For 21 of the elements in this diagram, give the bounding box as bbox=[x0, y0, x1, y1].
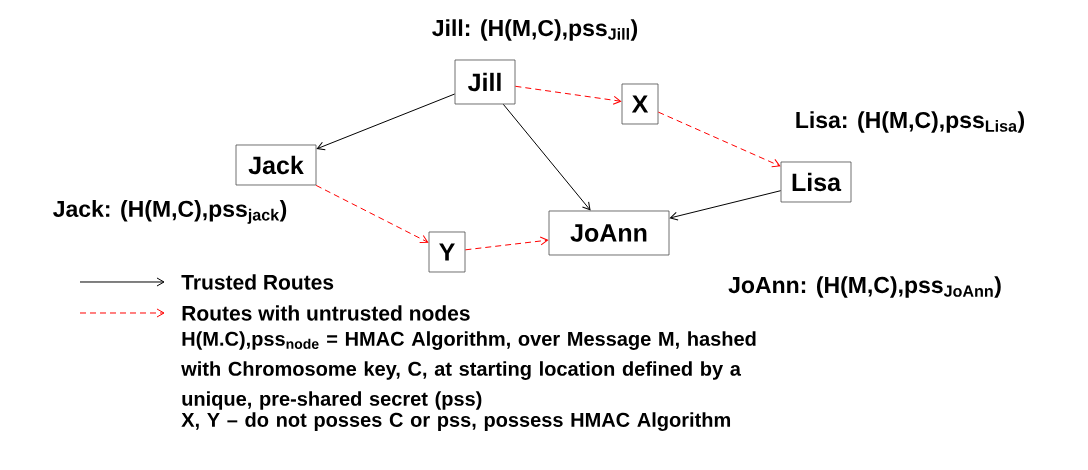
arrow bbox=[514, 85, 622, 105]
node-box: Jack bbox=[235, 144, 317, 186]
arrow bbox=[657, 111, 781, 168]
node-box: X bbox=[621, 83, 659, 125]
node-box: Jill bbox=[454, 59, 516, 105]
node-box: Y bbox=[428, 231, 466, 273]
legend-text: Routes with untrusted nodes bbox=[182, 305, 470, 321]
note-text: X, Y – do not posses C or pss, possess HMAC Algorithm bbox=[181, 412, 730, 431]
node-caption: Lisa: (H(M,C),pss$_{Lisa}$) bbox=[796, 111, 1024, 133]
arrow bbox=[502, 103, 591, 211]
arrow bbox=[315, 184, 429, 244]
arrow bbox=[464, 236, 549, 251]
note-text: H(M.C),pss$_{node}$ = HMAC Algorithm, over Message M, hashed with Chromosome key, C, at starting location defined by a unique, pre-shared secret (pss) bbox=[181, 331, 756, 410]
arrow bbox=[316, 93, 456, 151]
arrow bbox=[669, 190, 782, 221]
node-caption: Jack: (H(M,C),pss$_{jack}$) bbox=[53, 200, 287, 224]
node-box: JoAnn bbox=[548, 210, 670, 256]
node-box: Lisa bbox=[780, 161, 852, 203]
node-caption: Jill: (H(M,C),pss$_{Jill}$) bbox=[432, 19, 638, 41]
node-caption: JoAnn: (H(M,C),pss$_{JoAnn}$) bbox=[728, 276, 1001, 298]
legend-text: Trusted Routes bbox=[181, 274, 334, 290]
